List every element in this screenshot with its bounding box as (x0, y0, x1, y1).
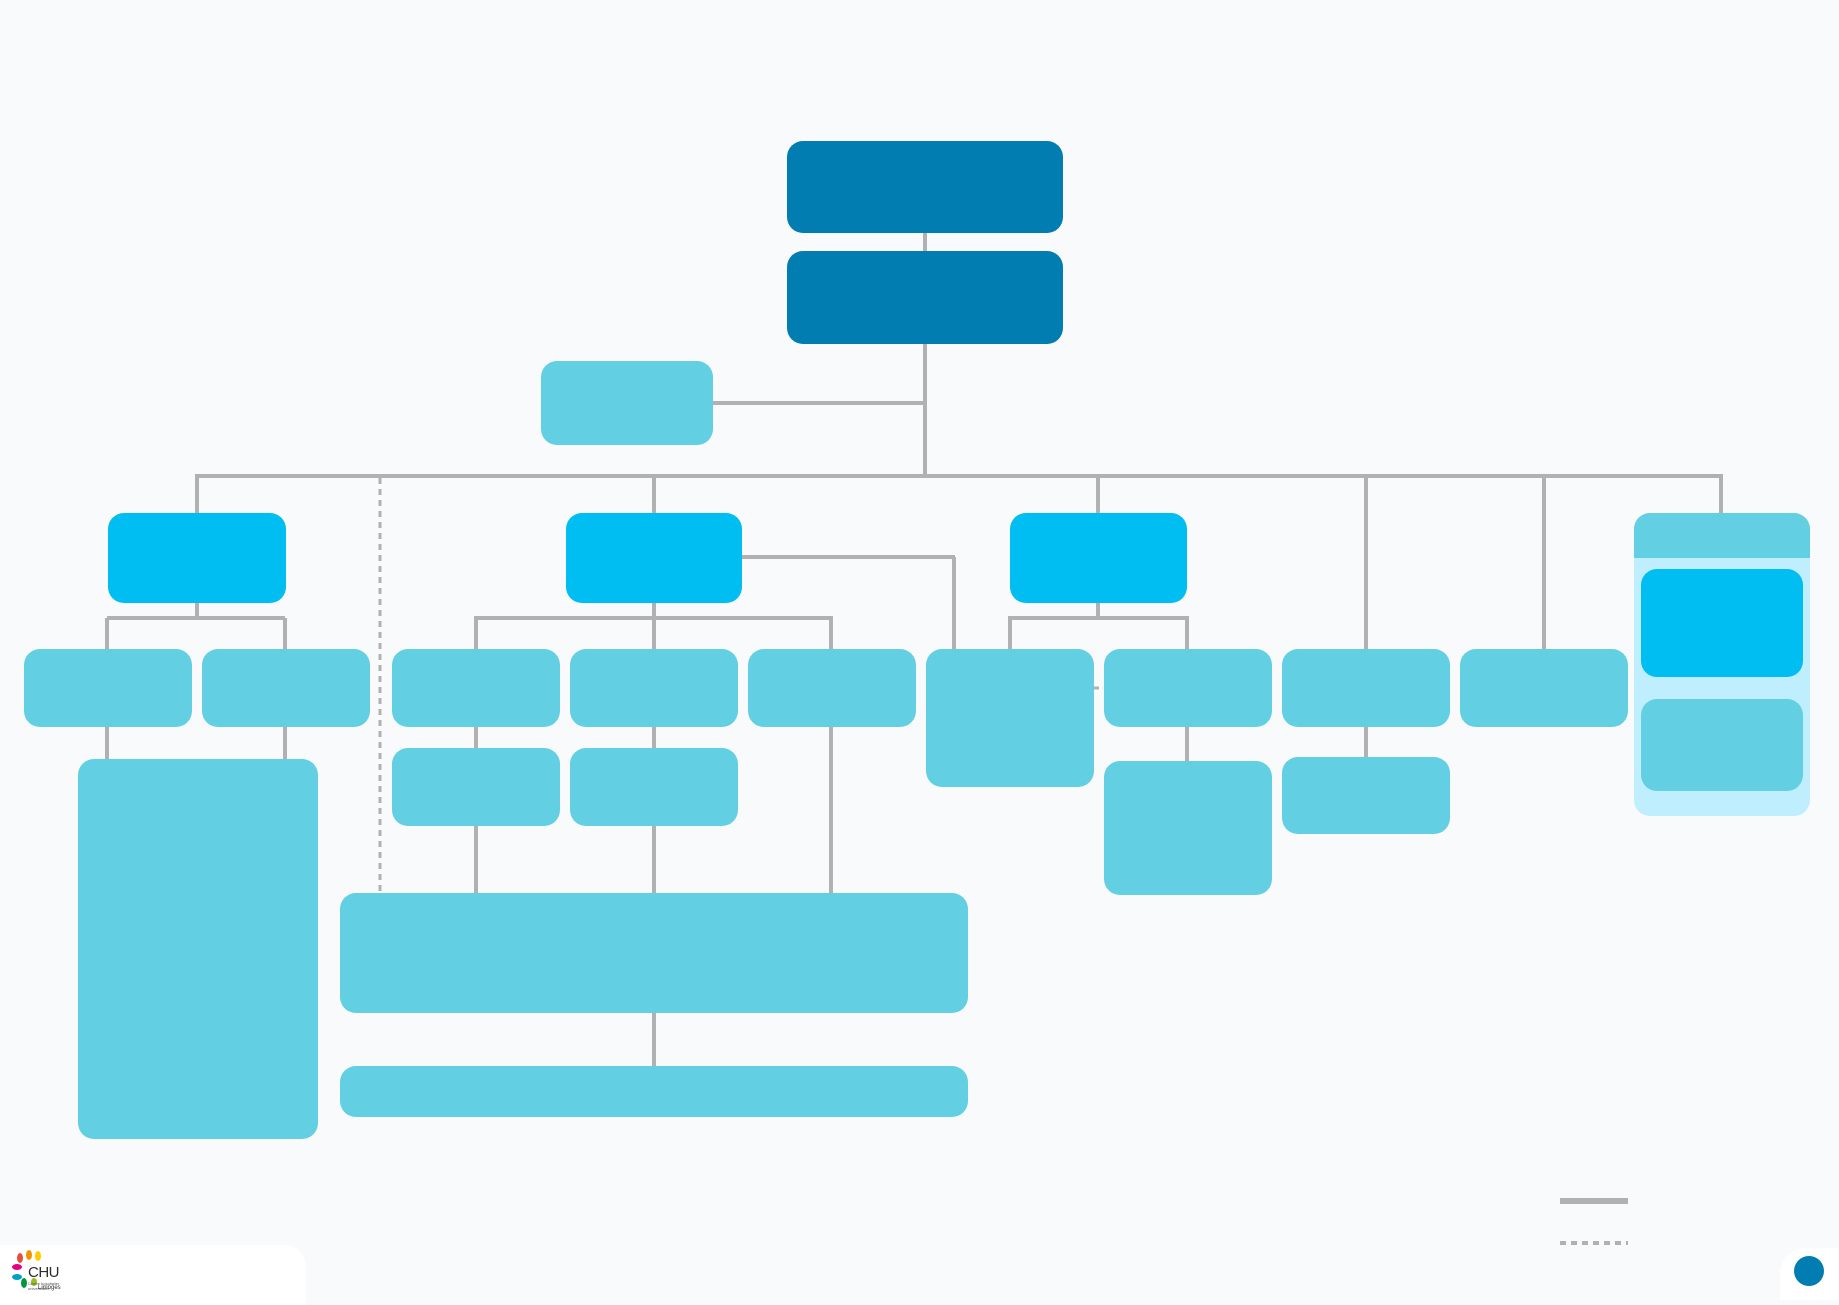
org-box-left-tall[interactable] (78, 759, 318, 1139)
footer-card (0, 1245, 306, 1305)
chu-flower-logo-icon (12, 1250, 41, 1288)
org-box-top-1[interactable] (787, 141, 1063, 233)
legend-solid-line (1560, 1196, 1628, 1206)
org-box-right-sub-1[interactable] (1104, 649, 1272, 727)
org-box-branch-right[interactable] (1010, 513, 1187, 603)
logo-tagline: Centre hospitalier universitaire (28, 1281, 60, 1291)
org-box-branch-left[interactable] (108, 513, 286, 603)
org-group-header[interactable] (1634, 513, 1810, 558)
org-box-center-sub-1[interactable] (392, 649, 560, 727)
org-box-center-sub-3[interactable] (748, 649, 916, 727)
org-box-center-sub-2[interactable] (570, 649, 738, 727)
legend-dashed-line (1560, 1238, 1628, 1248)
org-box-center-bottom[interactable] (340, 1066, 968, 1117)
org-box-center-side[interactable] (926, 649, 1094, 787)
org-box-branch-4-sub[interactable] (1282, 757, 1450, 834)
org-box-center-sub-5[interactable] (570, 748, 738, 826)
logo-wordmark: CHU (28, 1264, 60, 1281)
org-box-center-wide[interactable] (340, 893, 968, 1013)
page-dot-icon (1794, 1256, 1824, 1286)
org-box-left-sub-2[interactable] (202, 649, 370, 727)
org-box-branch-center[interactable] (566, 513, 742, 603)
org-box-group-main[interactable] (1641, 569, 1803, 677)
org-box-left-sub-1[interactable] (24, 649, 192, 727)
org-box-advisory[interactable] (541, 361, 713, 445)
org-box-branch-4[interactable] (1282, 649, 1450, 727)
logo-city: Limoges (38, 1285, 61, 1291)
org-box-right-sub-2[interactable] (1104, 761, 1272, 895)
org-box-top-2[interactable] (787, 251, 1063, 344)
org-box-group-sub[interactable] (1641, 699, 1803, 791)
org-box-branch-5[interactable] (1460, 649, 1628, 727)
org-box-center-sub-4[interactable] (392, 748, 560, 826)
